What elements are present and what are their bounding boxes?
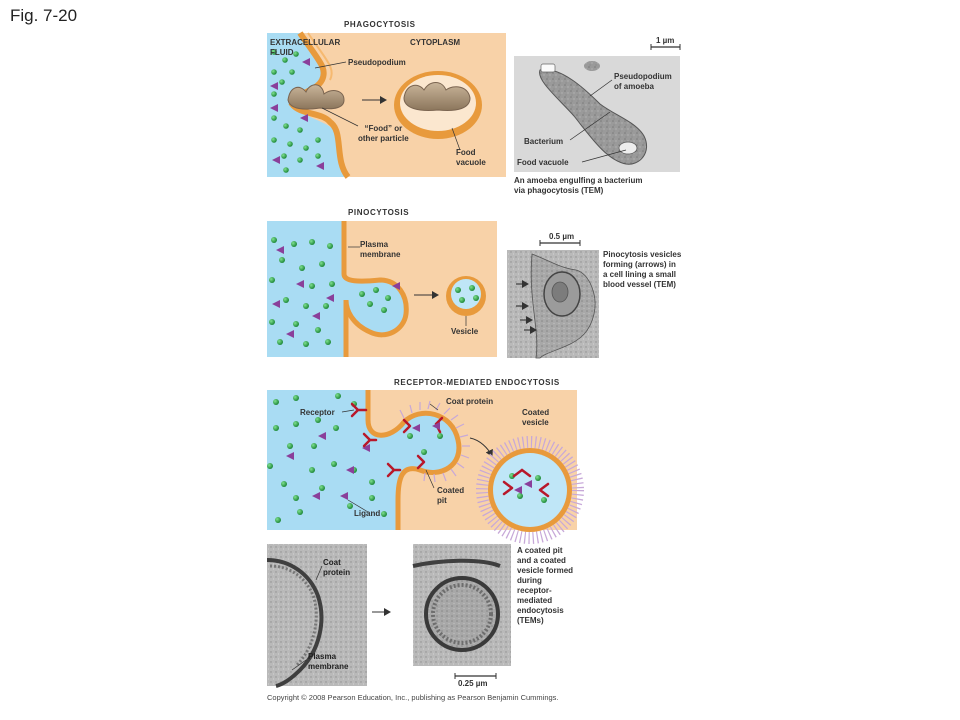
vesicle-label: Vesicle	[451, 327, 479, 336]
bacterium-label: Bacterium	[524, 137, 564, 146]
receptors	[350, 402, 550, 498]
rme-micrograph-right	[412, 544, 511, 679]
figure-label: Fig. 7-20	[10, 6, 78, 25]
rme-scale-label: 0.25 µm	[458, 679, 488, 688]
pit-coat-bristles	[399, 400, 470, 483]
extracellular-fluid-label: EXTRACELLULAR FLUID	[270, 38, 341, 57]
pino-solutes	[269, 237, 479, 347]
pinocytosis-micrograph	[507, 240, 599, 359]
phagocytosis-caption: An amoeba engulfing a bacterium via phag…	[514, 176, 643, 195]
extracellular-region	[267, 33, 348, 177]
food-vacuole-label: Food vacuole	[456, 148, 486, 167]
plasma-membrane-micrograph-label: Plasma membrane	[308, 652, 349, 671]
plasma-membrane-label: Plasma membrane	[360, 240, 401, 259]
pinocytosis-title: PINOCYTOSIS	[348, 208, 410, 217]
cytoplasm-label: CYTOPLASM	[410, 38, 461, 47]
copyright-notice: Copyright © 2008 Pearson Education, Inc.…	[267, 693, 559, 702]
coat-protein-label: Coat protein	[446, 397, 494, 406]
phagocytosis-title: PHAGOCYTOSIS	[344, 20, 416, 29]
ligand-label: Ligand	[354, 509, 381, 518]
coated-vesicle	[476, 436, 584, 544]
pinocytosis-caption: Pinocytosis vesicles forming (arrows) in…	[603, 250, 682, 289]
coated-pit-label: Coated pit	[437, 486, 465, 505]
receptor-mediated-panel	[267, 390, 584, 544]
rme-caption: A coated pit and a coated vesicle formed…	[517, 546, 574, 625]
bound-ligands	[412, 422, 532, 494]
receptor-label: Receptor	[300, 408, 335, 417]
food-particle	[287, 84, 345, 110]
food-vacuole-micrograph-label: Food vacuole	[517, 158, 569, 167]
coat-protein-micrograph-label: Coat protein	[323, 558, 351, 577]
pseudopodium-amoeba-label: Pseudopodium of amoeba	[614, 72, 672, 91]
phago-solutes	[270, 49, 324, 173]
rme-solutes	[267, 393, 547, 523]
rme-title: RECEPTOR-MEDIATED ENDOCYTOSIS	[394, 378, 560, 387]
pinocytosis-panel	[267, 221, 497, 357]
pseudopodium-label: Pseudopodium	[348, 58, 406, 67]
phagocytosis-panel	[267, 31, 506, 179]
coated-vesicle-label: Coated vesicle	[522, 408, 550, 427]
pinocytosis-scale-label: 0.5 µm	[549, 232, 575, 241]
rme-micrograph-left	[266, 544, 367, 688]
food-particle-label: “Food” or other particle	[358, 124, 409, 143]
phagocytosis-micrograph	[514, 44, 681, 172]
phagocytosis-scale-label: 1 µm	[656, 36, 675, 45]
